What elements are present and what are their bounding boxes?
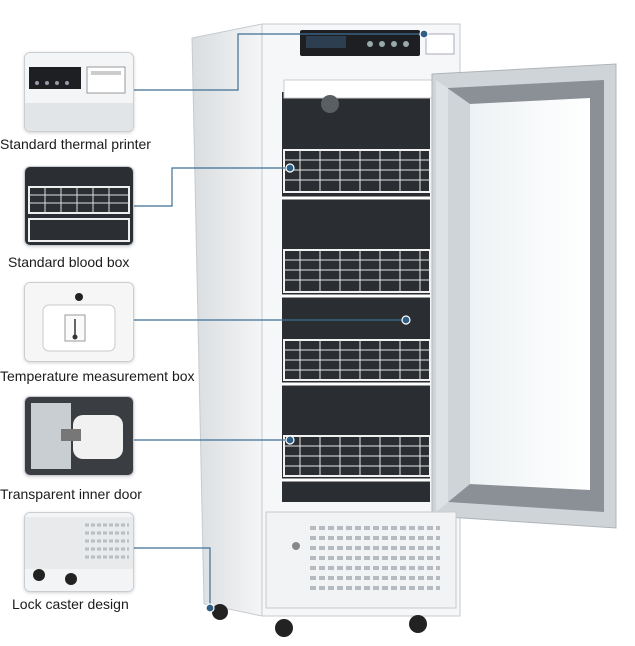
inner-door-icon (25, 397, 133, 475)
lock-caster-icon (25, 513, 133, 591)
blood-basket-2 (283, 249, 431, 293)
blood-basket-1 (283, 149, 431, 193)
caption-thermal-printer: Standard thermal printer (0, 136, 151, 152)
leader-dot-blood-box (285, 163, 295, 173)
leader-dot-caster (205, 603, 215, 613)
leader-line-blood-box (132, 167, 290, 207)
caption-temperature-box: Temperature measurement box (0, 368, 195, 384)
temperature-box-icon (25, 283, 133, 361)
shelves (282, 196, 430, 482)
thumb-thermal-printer (24, 52, 134, 132)
blood-box-basket-icon (25, 167, 133, 245)
caption-blood-box: Standard blood box (8, 254, 130, 270)
leader-dot-temp-box (401, 315, 411, 325)
blood-basket-4 (283, 435, 431, 477)
leader-line-printer (132, 33, 424, 91)
caption-lock-caster: Lock caster design (12, 596, 129, 612)
glass-door[interactable] (431, 63, 617, 529)
leader-dot-printer (419, 29, 429, 39)
thumb-lock-caster (24, 512, 134, 592)
caster-wheels (212, 604, 427, 637)
leader-dot-inner-door (285, 435, 295, 445)
thumb-blood-box (24, 166, 134, 246)
thumb-temperature-box (24, 282, 134, 362)
caption-inner-door: Transparent inner door (0, 486, 142, 502)
ventilation-grille (265, 511, 457, 609)
control-panel[interactable] (300, 30, 455, 56)
thermal-printer-icon (25, 53, 133, 131)
thumb-inner-door (24, 396, 134, 476)
leader-line-caster (132, 547, 211, 608)
blood-basket-3 (283, 339, 431, 381)
